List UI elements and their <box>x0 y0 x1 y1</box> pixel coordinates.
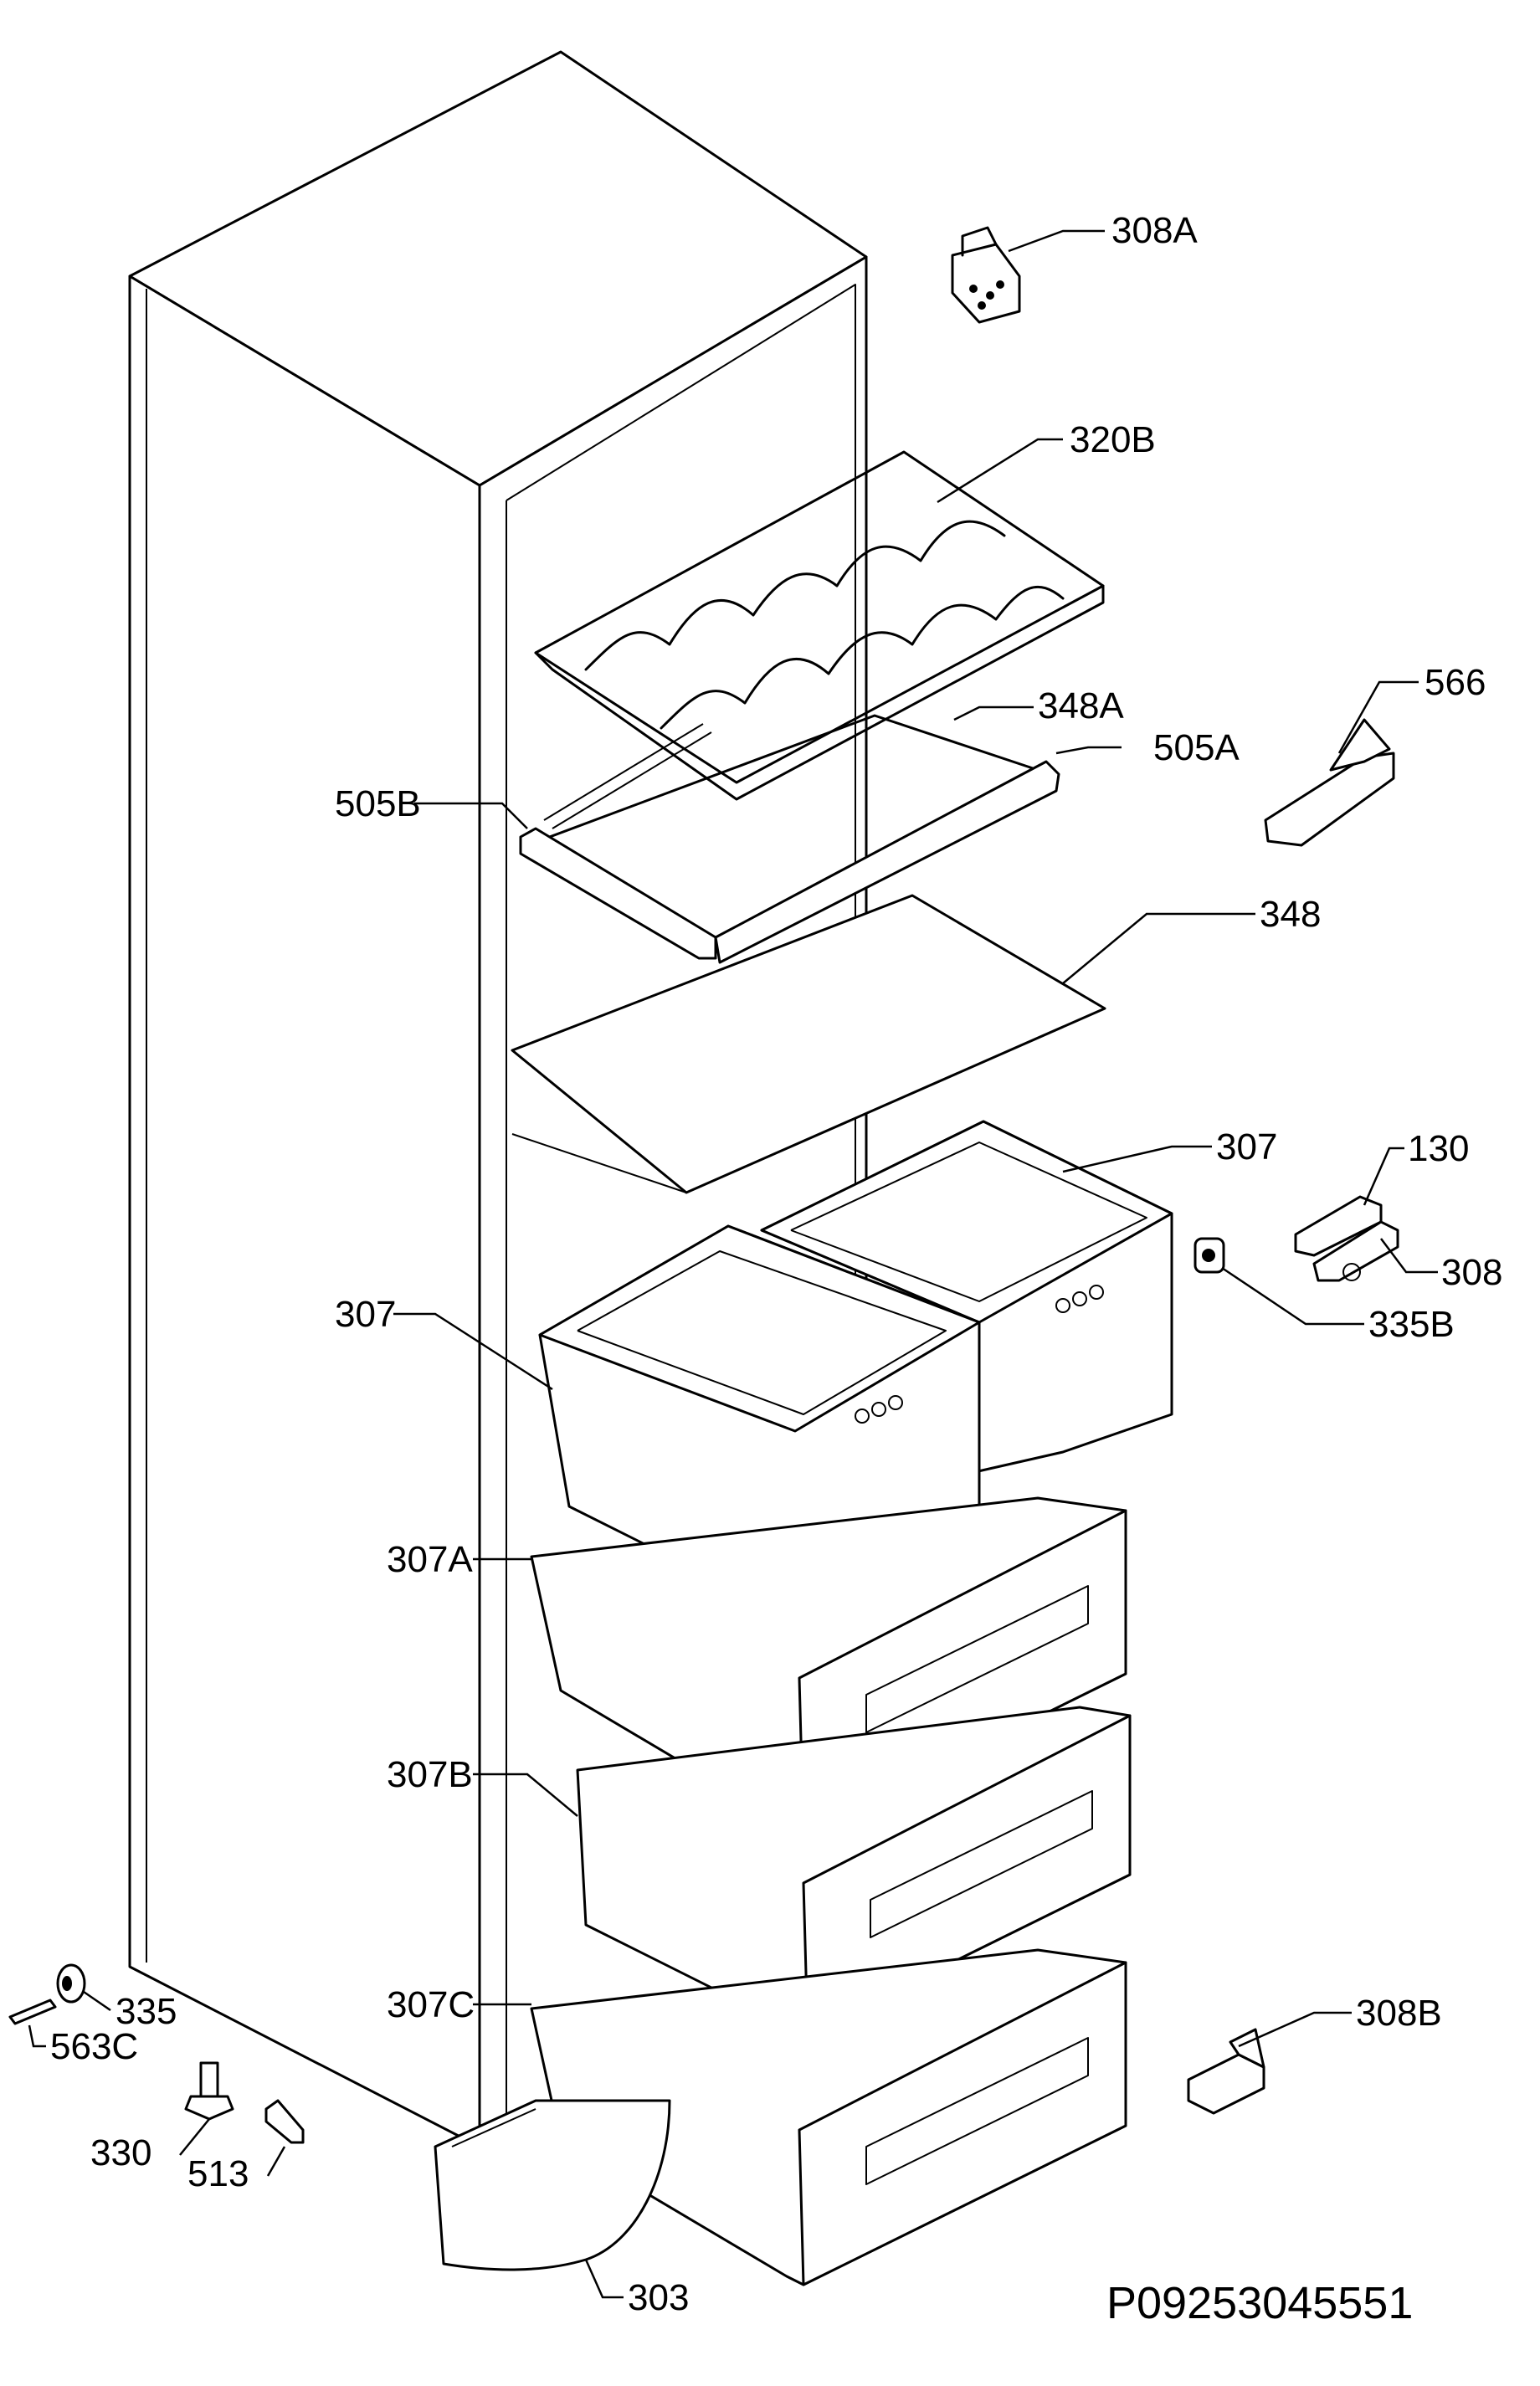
label-513: 513 <box>187 2153 249 2194</box>
label-335: 335 <box>116 1991 177 2032</box>
hinge-130-308 <box>1294 1147 1438 1282</box>
label-320b: 320B <box>1070 419 1156 460</box>
foot-330 <box>179 2061 234 2156</box>
label-308a: 308A <box>1111 210 1198 251</box>
glass-shelf-348a <box>414 706 1122 964</box>
label-308b: 308B <box>1356 1993 1442 2034</box>
glass-shelf-348 <box>511 894 1255 1194</box>
label-566: 566 <box>1424 662 1486 703</box>
wine-rack-320b <box>534 438 1105 801</box>
label-505a: 505A <box>1153 727 1240 768</box>
clip-513 <box>264 2099 305 2177</box>
roller-335b <box>1194 1237 1364 1326</box>
label-307c: 307C <box>387 1984 475 2025</box>
label-307b: 307B <box>387 1754 473 1795</box>
label-505b: 505B <box>335 783 421 824</box>
label-303: 303 <box>628 2277 689 2318</box>
crisper-bin-right-307 <box>760 1120 1212 1475</box>
label-307-right: 307 <box>1216 1126 1277 1167</box>
document-code: P09253045551 <box>1106 2278 1413 2328</box>
label-330: 330 <box>90 2132 151 2173</box>
hinge-308b <box>1187 2011 1352 2115</box>
label-563c: 563C <box>50 2026 138 2067</box>
pin-563c <box>8 1999 57 2048</box>
drawer-307b <box>473 1706 1132 2035</box>
drawer-307c <box>473 1948 1127 2286</box>
kickplate-303 <box>434 2099 671 2299</box>
label-348a: 348A <box>1038 685 1124 726</box>
label-307a: 307A <box>387 1539 473 1580</box>
part-566 <box>1264 680 1419 847</box>
roller-335 <box>56 1963 111 2012</box>
hinge-308a <box>951 226 1105 324</box>
label-335b: 335B <box>1368 1304 1455 1345</box>
label-130: 130 <box>1408 1128 1469 1169</box>
label-348: 348 <box>1260 894 1321 935</box>
label-307-left: 307 <box>335 1294 396 1335</box>
label-308: 308 <box>1441 1252 1502 1293</box>
